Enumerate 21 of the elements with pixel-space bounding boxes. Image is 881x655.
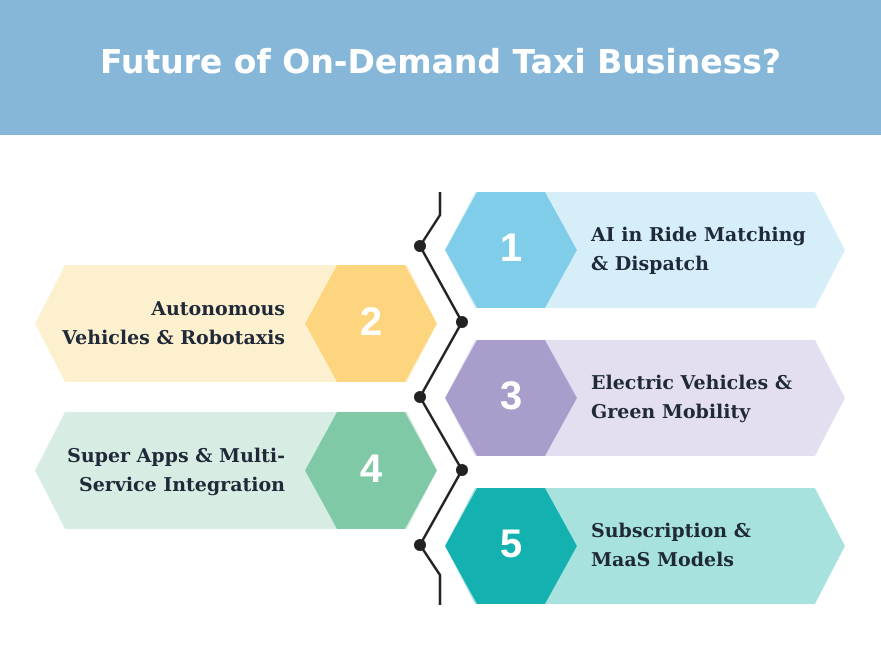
step-number: 5 [498, 522, 524, 567]
step-number: 2 [358, 300, 384, 344]
step-label: Autonomous Vehicles & Robotaxis [61, 296, 285, 350]
step-banner [445, 340, 845, 456]
step-banner [445, 488, 845, 604]
step-label: Subscription & MaaS Models [591, 519, 752, 573]
step-banner [35, 412, 437, 529]
step-label: Super Apps & Multi-Service Integration [66, 444, 285, 498]
step-banner [35, 265, 437, 382]
step-number: 4 [358, 446, 384, 492]
number-hexagon [445, 340, 577, 456]
title: Future of On-Demand Taxi Business? [98, 42, 782, 81]
number-hexagon [445, 488, 577, 604]
step-number: 3 [498, 374, 524, 419]
number-hexagon [305, 265, 437, 382]
step-label: Electric Vehicles & Green Mobility [591, 371, 794, 425]
number-hexagon [305, 412, 437, 529]
step-number: 1 [498, 226, 524, 271]
step-label: AI in Ride Matching & Dispatch [591, 223, 807, 277]
step-banner [445, 192, 845, 308]
number-hexagon [445, 192, 577, 308]
